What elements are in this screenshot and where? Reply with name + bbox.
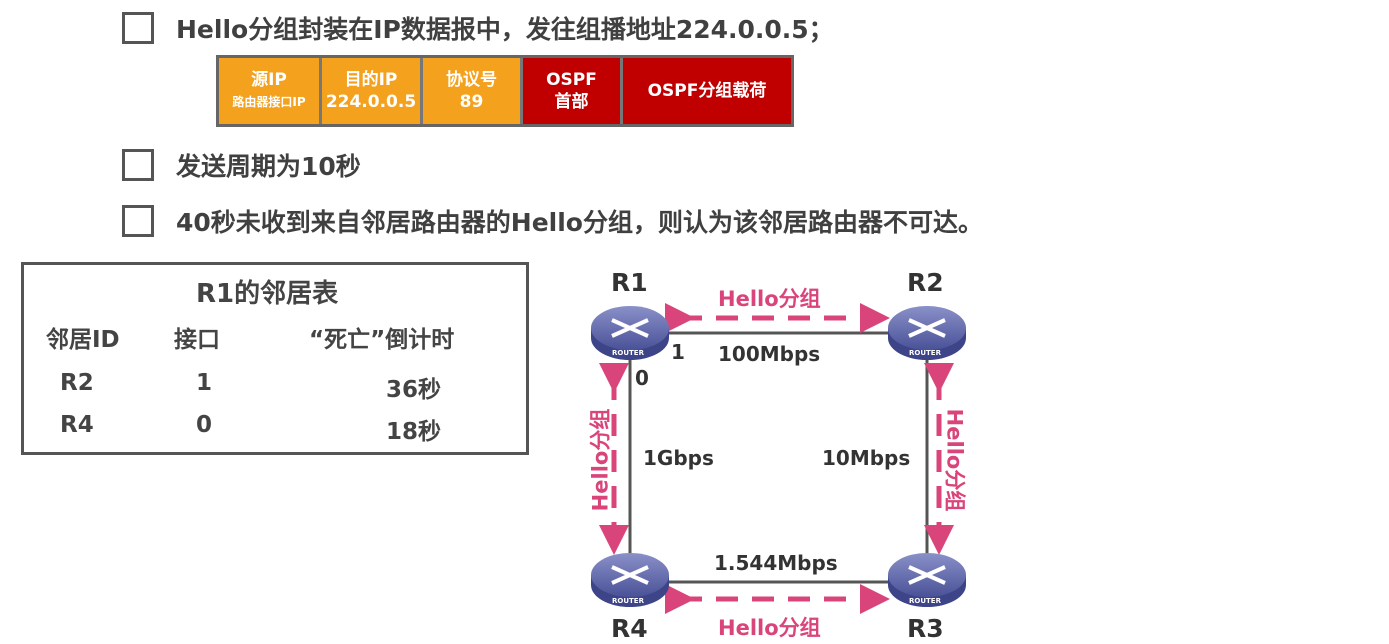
- sublabel: 首部: [554, 92, 589, 112]
- cell: R2: [60, 370, 94, 396]
- port-number: 1: [671, 340, 685, 364]
- cell: R4: [60, 412, 94, 438]
- label: OSPF: [546, 70, 597, 90]
- bullet-text: 40秒未收到来自邻居路由器的Hello分组，则认为该邻居路由器不可达。: [176, 208, 983, 237]
- router-label-r1: R1: [611, 268, 648, 297]
- packet-ospf-payload: OSPF分组载荷: [623, 58, 791, 124]
- checkbox-icon: [122, 12, 154, 44]
- bullet-item: 40秒未收到来自邻居路由器的Hello分组，则认为该邻居路由器不可达。: [122, 203, 983, 239]
- bullet-text: 发送周期为10秒: [176, 152, 361, 181]
- column-header: 接口: [174, 327, 220, 353]
- sublabel: 89: [459, 92, 484, 112]
- router-icon: [888, 306, 966, 360]
- router-icon: [888, 553, 966, 607]
- sublabel: 路由器接口IP: [232, 95, 306, 109]
- label: 目的IP: [344, 70, 398, 90]
- link-speed: 100Mbps: [718, 342, 821, 366]
- table-title: R1的邻居表: [196, 279, 339, 309]
- bullet-item: 发送周期为10秒: [122, 147, 361, 183]
- label: OSPF分组载荷: [647, 81, 767, 101]
- router-caption: ROUTER: [612, 597, 644, 605]
- port-number: 0: [635, 366, 649, 390]
- packet-src-ip: 源IP 路由器接口IP: [219, 58, 319, 124]
- column-header: “死亡”倒计时: [309, 327, 455, 353]
- label: 协议号: [446, 70, 497, 90]
- hello-label-bottom: Hello分组: [718, 616, 821, 640]
- hello-label-top: Hello分组: [718, 287, 821, 311]
- column-header: 邻居ID: [46, 327, 120, 353]
- router-label-r3: R3: [907, 614, 944, 643]
- checkbox-icon: [122, 205, 154, 237]
- link-speed: 10Mbps: [822, 446, 911, 470]
- bullet-text: Hello分组封装在IP数据报中，发往组播地址224.0.0.5；: [176, 15, 834, 44]
- hello-label-left: Hello分组: [588, 408, 613, 512]
- router-caption: ROUTER: [612, 349, 644, 357]
- checkbox-icon: [122, 149, 154, 181]
- bullet-item: Hello分组封装在IP数据报中，发往组播地址224.0.0.5；: [122, 10, 834, 46]
- cell: 0: [196, 412, 213, 438]
- hello-label-right: Hello分组: [942, 408, 967, 512]
- sublabel: 224.0.0.5: [325, 92, 417, 112]
- router-icon: [591, 306, 669, 360]
- label: 源IP: [251, 70, 287, 90]
- link-speed: 1Gbps: [643, 446, 714, 470]
- cell: 1: [196, 370, 213, 396]
- router-label-r2: R2: [907, 268, 944, 297]
- neighbor-table: R1的邻居表 邻居ID 接口 “死亡”倒计时 R2 1 36秒 R4 0 18秒: [21, 262, 529, 455]
- cell: 36秒: [386, 377, 442, 403]
- router-icon: [591, 553, 669, 607]
- routers: [591, 306, 966, 607]
- router-caption: ROUTER: [909, 597, 941, 605]
- router-label-r4: R4: [611, 614, 648, 643]
- router-caption: ROUTER: [909, 349, 941, 357]
- link-speed: 1.544Mbps: [714, 551, 838, 575]
- cell: 18秒: [386, 419, 442, 445]
